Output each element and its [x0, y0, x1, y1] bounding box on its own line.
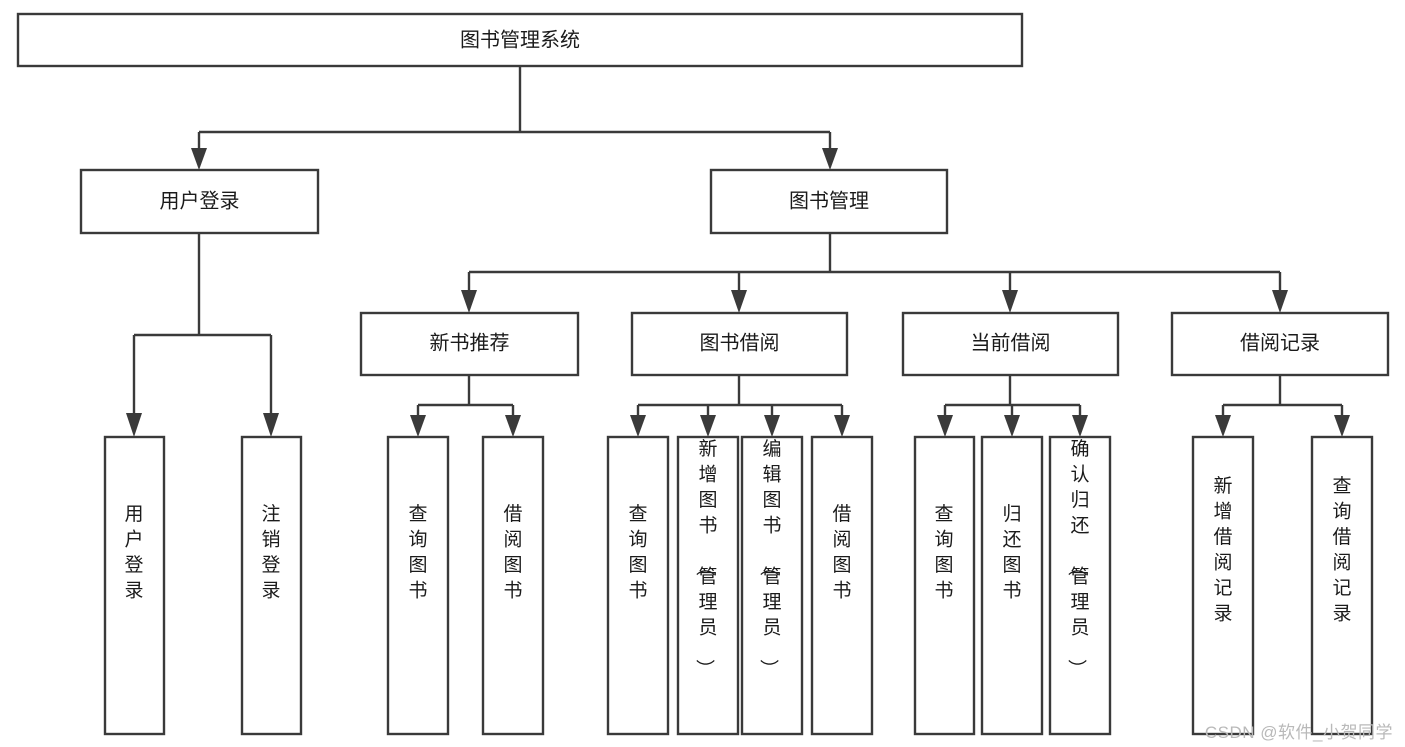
arrow-borrow-leaf-2 [700, 415, 716, 437]
node-user-login-box[interactable] [79, 168, 320, 235]
leaf-user-login-1[interactable]: 用户登录 [103, 435, 166, 736]
leaf-borrow-3-box[interactable] [740, 435, 804, 736]
leaf-current-1-label: 查询图书 [934, 503, 953, 602]
arrow-borrow-leaf-4 [834, 415, 850, 437]
leaf-current-1-box[interactable] [913, 435, 976, 736]
leaf-borrow-1-label: 查询图书 [628, 503, 647, 602]
leaf-user-login-2-label: 注销登录 [261, 503, 280, 602]
arrow-new-leaf-1 [410, 415, 426, 437]
leaf-current-3-box[interactable] [1048, 435, 1112, 736]
leaf-record-2[interactable]: 查询借阅记录 [1310, 435, 1374, 736]
connector-group-current [937, 375, 1088, 437]
leaf-borrow-3[interactable]: 编辑图书（管理员） [740, 435, 804, 736]
leaf-new-book-2[interactable]: 借阅图书 [481, 435, 545, 736]
leaf-record-2-box[interactable] [1310, 435, 1374, 736]
node-current-borrow-box[interactable] [901, 311, 1120, 377]
leaf-borrow-2-label: 新增图书（管理员） [693, 438, 717, 678]
arrow-user-leaf-2 [263, 413, 279, 437]
node-book-borrow-label: 图书借阅 [700, 331, 780, 354]
arrow-book-to-current [1002, 290, 1018, 313]
node-current-borrow-label: 当前借阅 [971, 331, 1051, 354]
leaf-borrow-4-box[interactable] [810, 435, 874, 736]
connector-group-record [1215, 375, 1350, 437]
node-book-borrow[interactable]: 图书借阅 [630, 311, 849, 377]
arrow-book-to-borrow [731, 290, 747, 313]
leaf-borrow-1-box[interactable] [606, 435, 670, 736]
node-root-label: 图书管理系统 [460, 28, 580, 51]
leaf-borrow-3-label: 编辑图书（管理员） [757, 438, 781, 678]
node-book-management-box[interactable] [709, 168, 949, 235]
arrow-new-leaf-2 [505, 415, 521, 437]
arrow-current-leaf-3 [1072, 415, 1088, 437]
node-root[interactable]: 图书管理系统 [16, 12, 1024, 68]
arrow-current-leaf-1 [937, 415, 953, 437]
leaf-current-2-box[interactable] [980, 435, 1044, 736]
leaf-current-3-label: 确认归还（管理员） [1065, 438, 1089, 678]
node-new-book-recommend[interactable]: 新书推荐 [359, 311, 580, 377]
connector-group-user-login [126, 233, 279, 437]
leaf-borrow-2-box[interactable] [676, 435, 740, 736]
node-root-box[interactable] [16, 12, 1024, 68]
node-borrow-record-label: 借阅记录 [1240, 331, 1320, 354]
leaf-record-2-label: 查询借阅记录 [1332, 475, 1351, 625]
node-current-borrow[interactable]: 当前借阅 [901, 311, 1120, 377]
arrow-root-to-book [822, 148, 838, 170]
connector-group-root [191, 66, 838, 170]
arrow-user-leaf-1 [126, 413, 142, 437]
node-book-management-label: 图书管理 [789, 189, 869, 212]
leaf-record-1[interactable]: 新增借阅记录 [1191, 435, 1255, 736]
arrow-book-to-new [461, 290, 477, 313]
node-borrow-record[interactable]: 借阅记录 [1170, 311, 1390, 377]
leaf-user-login-1-box[interactable] [103, 435, 166, 736]
leaf-new-book-2-label: 借阅图书 [503, 503, 522, 602]
leaf-current-2-label: 归还图书 [1002, 503, 1021, 602]
leaf-current-1[interactable]: 查询图书 [913, 435, 976, 736]
arrow-borrow-leaf-1 [630, 415, 646, 437]
leaf-record-1-box[interactable] [1191, 435, 1255, 736]
leaf-user-login-1-label: 用户登录 [124, 504, 143, 602]
leaf-user-login-2[interactable]: 注销登录 [240, 435, 303, 736]
arrow-record-leaf-2 [1334, 415, 1350, 437]
node-new-book-recommend-label: 新书推荐 [430, 331, 510, 354]
leaf-new-book-1[interactable]: 查询图书 [386, 435, 450, 736]
leaf-new-book-2-box[interactable] [481, 435, 545, 736]
connector-group-book-mgmt [461, 233, 1288, 313]
node-user-login[interactable]: 用户登录 [79, 168, 320, 235]
leaf-record-1-label: 新增借阅记录 [1213, 475, 1232, 625]
arrow-root-to-user [191, 148, 207, 170]
leaf-current-3[interactable]: 确认归还（管理员） [1048, 435, 1112, 736]
arrow-book-to-record [1272, 290, 1288, 313]
leaf-new-book-1-label: 查询图书 [408, 503, 427, 602]
leaf-borrow-2[interactable]: 新增图书（管理员） [676, 435, 740, 736]
leaf-new-book-1-box[interactable] [386, 435, 450, 736]
leaf-current-2[interactable]: 归还图书 [980, 435, 1044, 736]
connector-group-borrow [630, 375, 850, 437]
node-book-borrow-box[interactable] [630, 311, 849, 377]
node-borrow-record-box[interactable] [1170, 311, 1390, 377]
leaf-borrow-1[interactable]: 查询图书 [606, 435, 670, 736]
leaf-user-login-2-box[interactable] [240, 435, 303, 736]
node-new-book-recommend-box[interactable] [359, 311, 580, 377]
node-book-management[interactable]: 图书管理 [709, 168, 949, 235]
connector-group-new-book [410, 375, 521, 437]
leaf-borrow-4[interactable]: 借阅图书 [810, 435, 874, 736]
arrow-borrow-leaf-3 [764, 415, 780, 437]
arrow-record-leaf-1 [1215, 415, 1231, 437]
leaf-borrow-4-label: 借阅图书 [832, 503, 851, 602]
node-user-login-label: 用户登录 [160, 189, 240, 212]
arrow-current-leaf-2 [1004, 415, 1020, 437]
